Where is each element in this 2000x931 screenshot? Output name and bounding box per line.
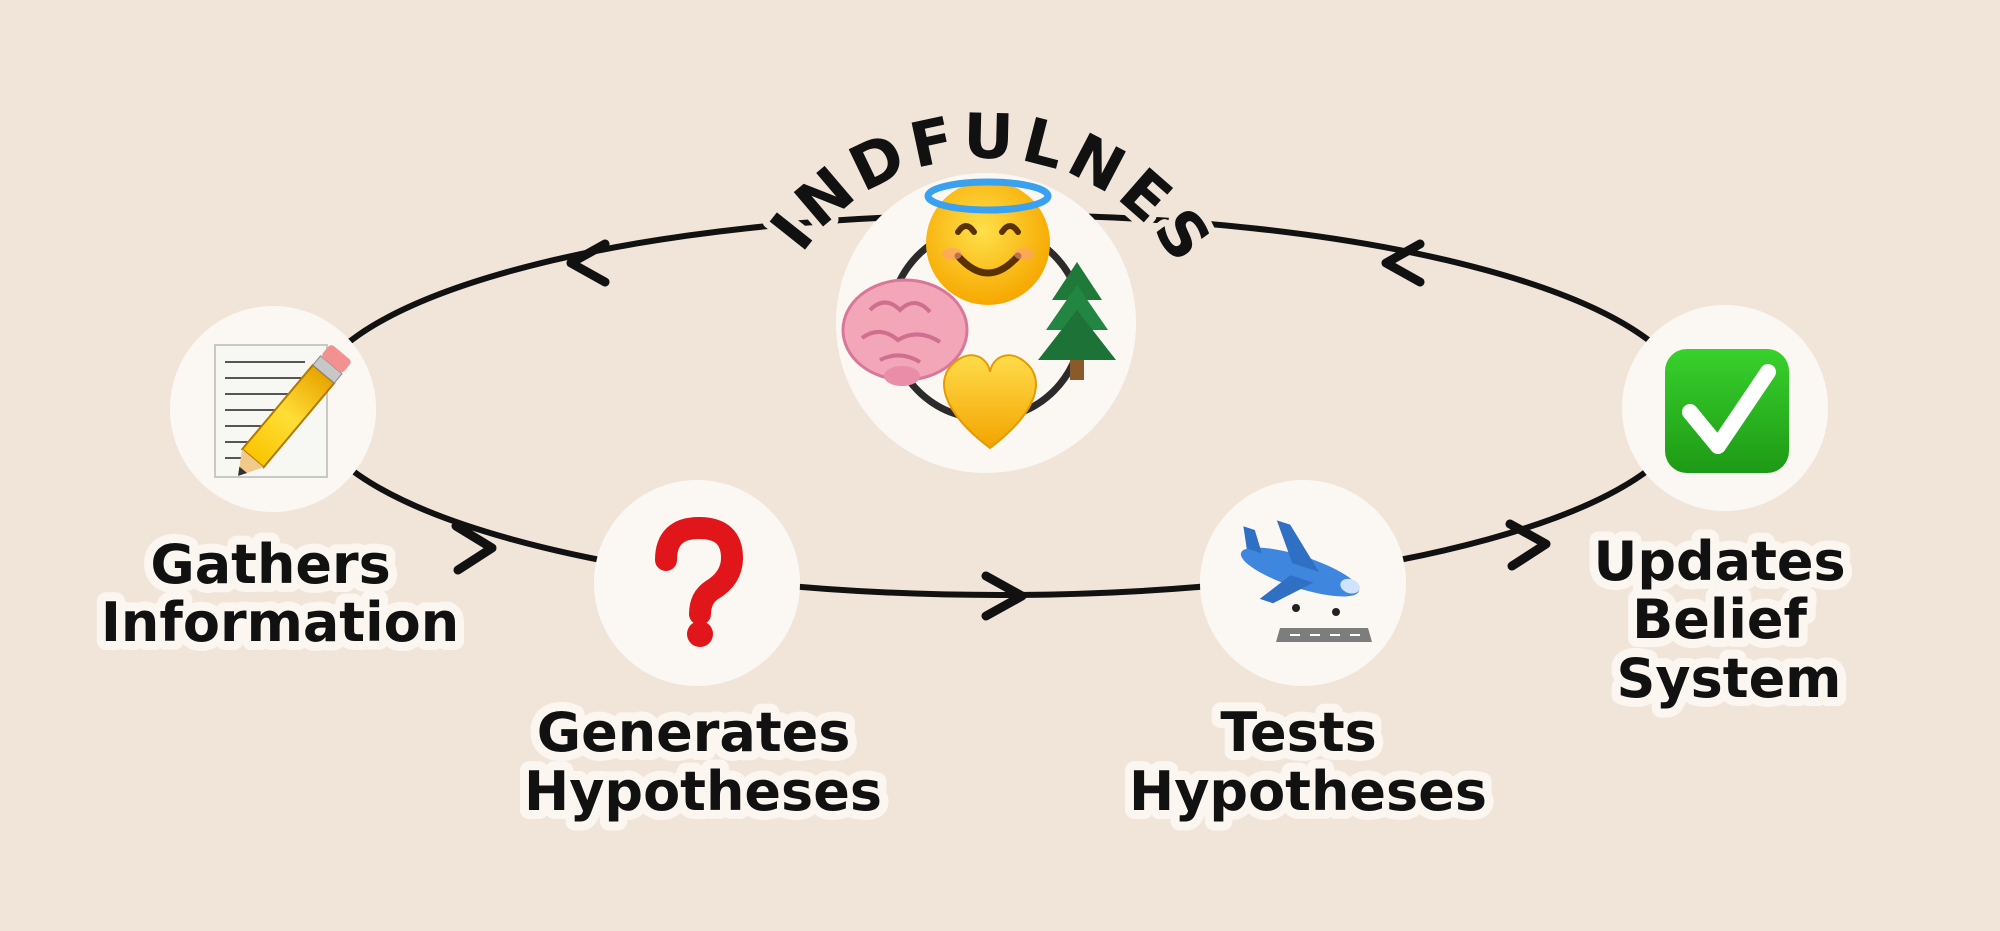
node-updates-belief-system [1622, 305, 1828, 511]
arrow-top-left [566, 239, 610, 287]
label-updates-belief-system: Updates Belief System [1594, 530, 1865, 710]
center-node [836, 173, 1136, 473]
halo-smiling-face-icon [924, 178, 1052, 305]
green-check-mark-icon [1665, 349, 1789, 473]
yellow-heart-icon [943, 354, 1037, 450]
node-gathers-information [170, 306, 376, 512]
evergreen-tree-icon [1038, 262, 1116, 380]
node-tests-hypotheses [1200, 480, 1406, 686]
label-gathers-information: Gathers Information [101, 533, 459, 654]
node-generates-hypotheses [594, 480, 800, 686]
red-question-mark-icon [655, 517, 743, 647]
brain-icon [841, 278, 969, 386]
label-generates-hypotheses: Generates Hypotheses [524, 701, 882, 823]
notepad-pencil-icon [214, 344, 351, 478]
arrow-top-right [1381, 239, 1425, 287]
arrow-bottom-right [1505, 519, 1551, 571]
label-tests-hypotheses: Tests Hypotheses [1129, 701, 1487, 823]
arrow-bottom-left [451, 521, 497, 575]
airplane-landing-icon [1240, 520, 1372, 642]
arrow-bottom-middle [981, 571, 1027, 621]
